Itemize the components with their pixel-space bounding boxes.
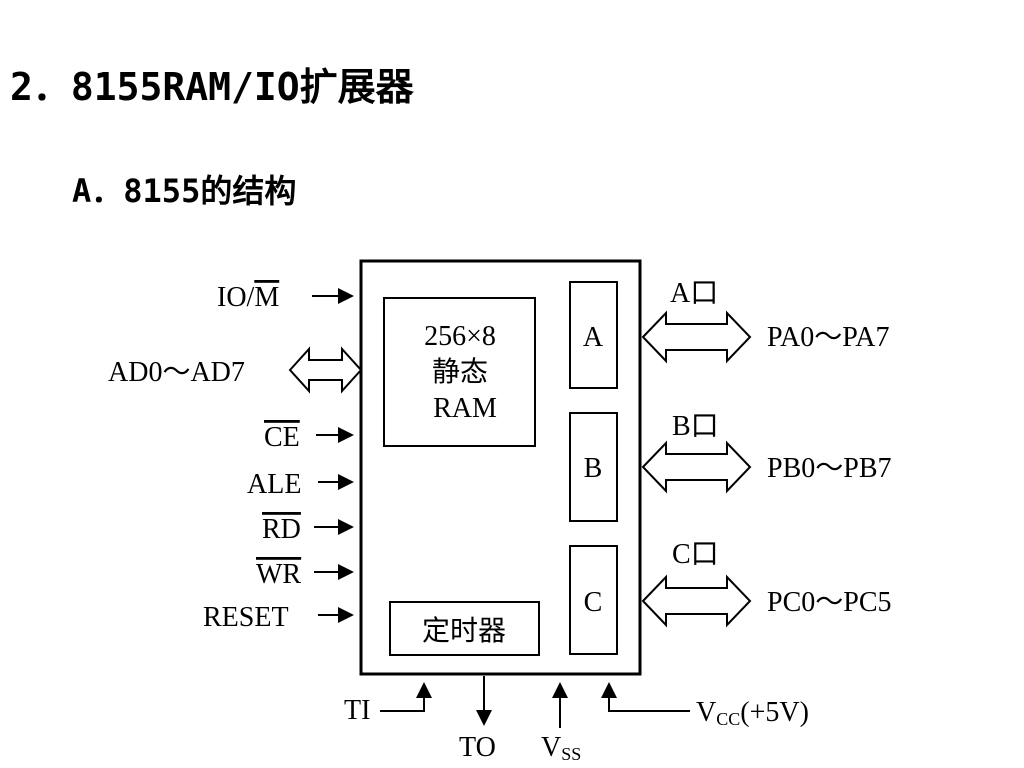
- port-a-title: A口: [670, 278, 718, 309]
- ram-block: [383, 297, 536, 447]
- chip-body: [359, 259, 642, 676]
- port-c-box: [569, 545, 618, 655]
- pin-reset-label: RESET: [203, 602, 289, 633]
- pin-io-m-label: IO/M: [217, 282, 279, 313]
- section-subtitle: A．8155的结构: [72, 172, 297, 210]
- port-a-pins: PA0～PA7: [767, 322, 889, 353]
- port-b-arrow: [641, 440, 752, 494]
- port-a-box: [569, 281, 618, 389]
- timer-label: 定时器: [422, 615, 506, 647]
- port-b-box-label: B: [584, 453, 603, 484]
- pin-ale-label: ALE: [247, 469, 301, 500]
- port-b-title: B口: [672, 411, 719, 442]
- port-b-pins: PB0～PB7: [767, 453, 892, 484]
- timer-block: [389, 601, 540, 656]
- port-b-box: [569, 412, 618, 522]
- ram-label-type: 静态: [432, 356, 488, 388]
- pin-ti-line: [380, 682, 432, 712]
- ram-label-ram: RAM: [433, 393, 497, 424]
- pin-to-label: TO: [459, 732, 496, 763]
- pin-vss-label: VSS: [541, 732, 581, 764]
- port-c-arrow: [641, 574, 752, 628]
- port-c-title: C口: [672, 539, 719, 570]
- port-c-box-label: C: [584, 587, 603, 618]
- pin-wr-label: WR: [256, 559, 301, 590]
- pin-vcc-line: [601, 682, 690, 712]
- ram-label-size: 256×8: [424, 321, 496, 352]
- pin-ce-label: CE: [264, 422, 300, 453]
- pin-ad-arrow: [288, 346, 363, 394]
- pin-rd-label: RD: [262, 514, 301, 545]
- port-c-pins: PC0～PC5: [767, 587, 892, 618]
- pin-vcc-label: VCC(+5V): [696, 697, 809, 729]
- port-a-arrow: [641, 310, 752, 364]
- port-a-box-label: A: [583, 322, 604, 353]
- pin-ti-label: TI: [344, 695, 370, 726]
- page-title: 2．8155RAM/IO扩展器: [10, 65, 414, 109]
- pin-ad-label: AD0～AD7: [108, 357, 245, 388]
